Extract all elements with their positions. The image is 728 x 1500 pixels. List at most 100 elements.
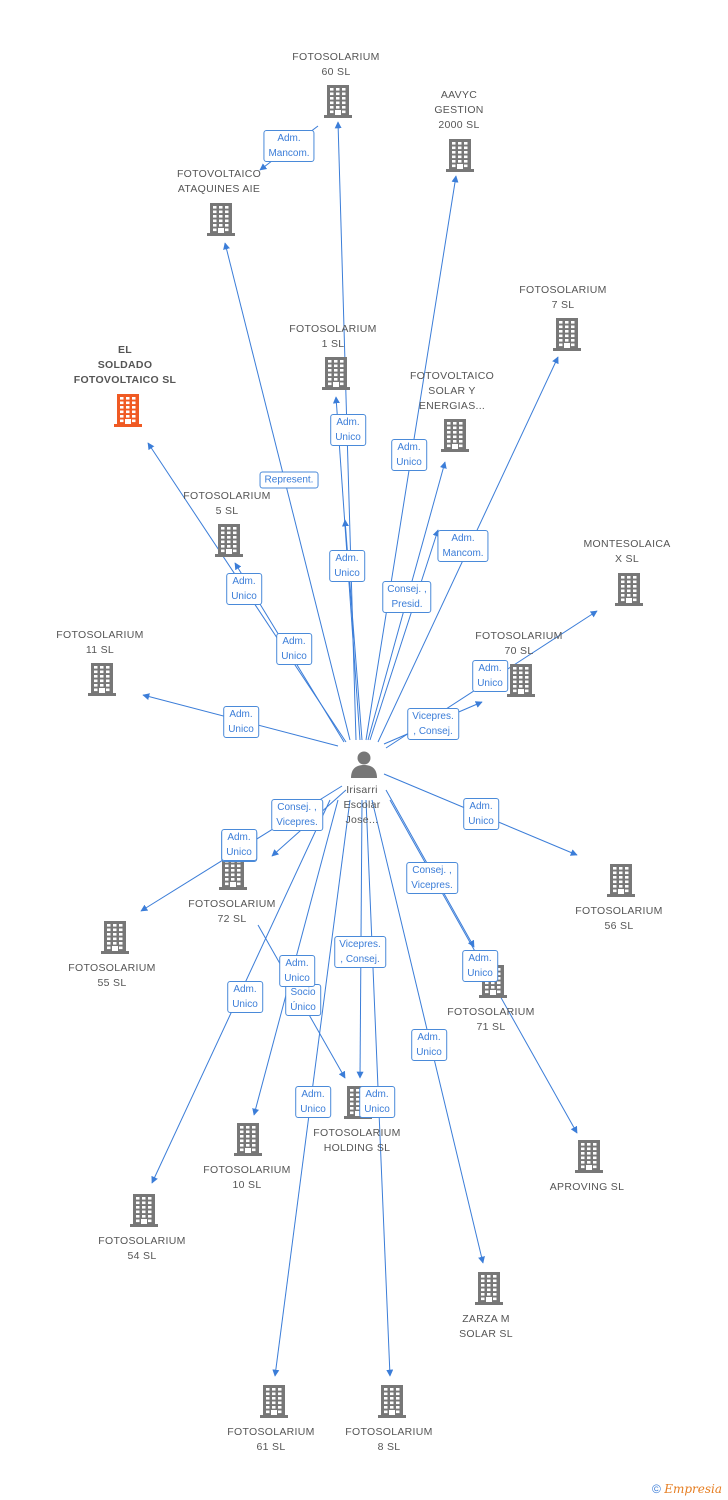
edge-role-label[interactable]: Adm.Unico [330,414,366,446]
company-name-label[interactable]: APROVING SL [517,1180,657,1195]
edge-role-text: Adm. [478,663,502,674]
edge-role-label[interactable]: Adm.Unico [279,955,315,987]
person-icon[interactable] [349,749,379,779]
company-building-icon[interactable] [130,1193,158,1227]
company-name-line: 54 SL [127,1250,157,1262]
company-building-icon[interactable] [88,662,116,696]
edge-role-label[interactable]: Adm.Unico [462,950,498,982]
edge-role-text: Mancom. [268,148,310,159]
company-name-label[interactable]: FOTOSOLARIUM HOLDING SL [287,1126,427,1156]
company-name-line: HOLDING SL [323,1142,391,1154]
edge-role-label[interactable]: Adm.Unico [276,633,312,665]
company-building-icon[interactable] [575,1139,603,1173]
edge-role-label[interactable]: Adm.Unico [227,981,263,1013]
edge-role-text: Unico [396,457,422,468]
company-building-icon[interactable] [553,317,581,351]
edge-role-label[interactable]: Adm. Unico [391,439,427,471]
edge-role-label[interactable]: Consej. ,Vicepres. [271,799,323,831]
company-name-line: SOLDADO [97,359,153,371]
copyright-symbol: © [652,1482,661,1496]
company-name-label[interactable]: FOTOSOLARIUM 5 SL [157,489,297,519]
company-name-line: FOTOSOLARIUM [183,490,271,502]
company-building-icon[interactable] [215,523,243,557]
company-building-icon[interactable] [322,356,350,390]
edge-role-label[interactable]: Adm.Unico [295,1086,331,1118]
company-name-line: ATAQUINES AIE [177,183,261,195]
edge-role-text: Adm. [397,442,421,453]
edge-role-label[interactable]: Adm.Unico [463,798,499,830]
edge-role-label[interactable]: Adm.Unico [359,1086,395,1118]
company-building-icon[interactable] [260,1384,288,1418]
edge-role-label[interactable]: Adm.Unico [226,573,262,605]
edge-role-label[interactable]: Adm.Unico [411,1029,447,1061]
edge-role-text: Unico [364,1104,390,1115]
center-person-name[interactable]: Irisarri Escolar Jose... [292,783,432,828]
company-name-line: GESTION [434,104,484,116]
edge-role-text: Adm. [229,709,253,720]
company-building-icon[interactable] [607,863,635,897]
company-name-line: SOLAR Y [428,385,476,397]
company-building-icon[interactable] [207,202,235,236]
edge-role-text: Unico [226,847,252,858]
edge-role-text: Represent. [264,474,314,486]
company-building-icon[interactable] [615,572,643,606]
company-building-icon[interactable] [475,1271,503,1305]
edge-role-label[interactable]: Adm.Mancom. [437,530,489,562]
company-building-icon[interactable] [234,1122,262,1156]
edge-role-text: Vicepres. [339,939,381,950]
edge-role-text: Vicepres. [276,817,318,828]
company-building-icon[interactable] [101,920,129,954]
edge-role-text: , Consej. [340,954,380,965]
company-building-icon[interactable] [507,663,535,697]
company-name-line: 8 SL [377,1441,401,1453]
company-name-line: FOTOSOLARIUM [313,1127,401,1139]
company-building-icon[interactable] [378,1384,406,1418]
edge-role-label[interactable]: Adm.Unico [221,829,257,861]
company-building-icon[interactable] [446,138,474,172]
edge-role-label[interactable]: Represent. [259,471,319,489]
company-name-label[interactable]: FOTOSOLARIUM 8 SL [319,1425,459,1455]
company-name-line: APROVING SL [549,1181,625,1193]
company-name-line: FOTOSOLARIUM [345,1426,433,1438]
company-name-line: SOLAR SL [459,1328,513,1340]
edge-role-label[interactable]: Adm.Unico [223,706,259,738]
company-name-line: FOTOVOLTAICO [409,370,495,382]
company-building-icon[interactable] [324,84,352,118]
edge-role-text: Único [290,1002,316,1013]
company-building-icon[interactable] [441,418,469,452]
edge-role-label[interactable]: Adm. Mancom. [263,130,315,162]
edge-role-label[interactable]: Vicepres., Consej. [407,708,459,740]
edge-role-label[interactable]: Consej. ,Presid. [382,581,432,613]
edge-role-label[interactable]: Adm.Unico [329,550,365,582]
company-name-line: MONTESOLAICA [583,538,671,550]
edge-role-label[interactable]: Consej. ,Vicepres. [406,862,458,894]
edge-role-text: Adm. [451,533,475,544]
company-name-line: 5 SL [215,505,239,517]
company-name-line: 70 SL [504,645,534,657]
edge-role-label[interactable]: Vicepres. , Consej. [334,936,386,968]
edge-role-text: Adm. [335,553,359,564]
company-building-icon[interactable] [114,393,142,427]
edge-role-label[interactable]: Adm.Unico [472,660,508,692]
edge-role-text: Adm. [277,133,301,144]
company-name-line: 55 SL [97,977,127,989]
